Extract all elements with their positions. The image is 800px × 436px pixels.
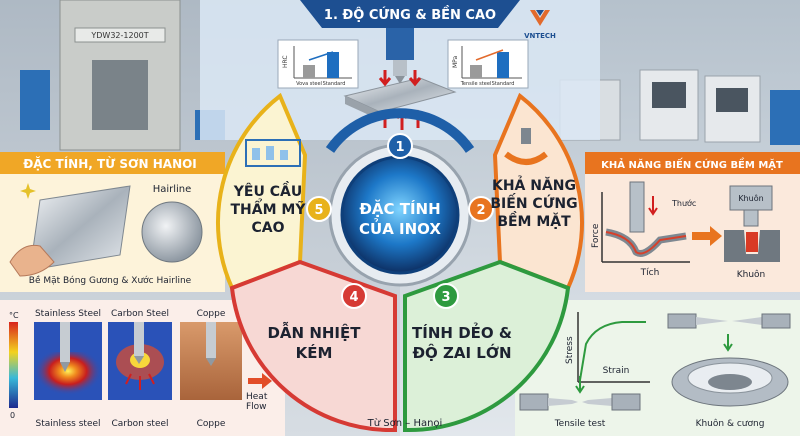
badge-2-number: 2 bbox=[476, 203, 485, 218]
badge-1 bbox=[387, 133, 413, 159]
force-ylabel: Force bbox=[591, 223, 601, 248]
segment-4-title-line1: DẪN NHIỆT bbox=[267, 321, 361, 342]
hardness-tick-1: Vova steel bbox=[296, 81, 322, 87]
segment-yellow bbox=[216, 92, 308, 291]
hardening-panel-title: KHẢ NĂNG BIẾN CỨNG BỀM MẶT bbox=[601, 156, 783, 171]
tensile-bar-1 bbox=[470, 65, 482, 78]
segment-2-title-line3: BỀM MẶT bbox=[497, 211, 571, 230]
badge-4-number: 4 bbox=[349, 290, 358, 305]
segment-2-title-line1: KHẢ NĂNG bbox=[492, 175, 576, 194]
stress-ylabel: Stress bbox=[565, 336, 575, 364]
segment-4-title-line2: KÉM bbox=[296, 343, 333, 362]
segment-5-title-line2: THẨM MỸ bbox=[231, 198, 307, 218]
tensile-specimen bbox=[519, 376, 641, 411]
temperature-zero: 0 bbox=[10, 411, 15, 420]
footer-location: Từ Sơn – Hanọi bbox=[367, 417, 443, 429]
heat-bottom-label-2: Carbon steel bbox=[111, 419, 168, 429]
segment-5-title-line3: CAO bbox=[251, 220, 284, 236]
header-banner bbox=[300, 0, 520, 28]
aesthetic-panel-title: ĐẶC TÍNH, TỪ SƠN HANOI bbox=[23, 156, 197, 171]
hairline-disc bbox=[141, 201, 203, 263]
badge-5-number: 5 bbox=[314, 203, 323, 218]
hardness-bar-2 bbox=[327, 52, 339, 78]
badge-5 bbox=[306, 196, 332, 222]
die-bottom-label: Khuôn bbox=[737, 269, 766, 280]
hairline-label: Hairline bbox=[153, 184, 192, 195]
segment-blue-arc bbox=[325, 108, 475, 153]
aesthetic-panel-header bbox=[0, 152, 225, 174]
center-title-line1: ĐẶC TÍNH bbox=[359, 198, 440, 218]
heat-bottom-label-3: Coppe bbox=[197, 419, 226, 429]
segment-3-title-line2: ĐỘ ZAI LỚN bbox=[412, 342, 511, 362]
segment-5-title-line1: YÊU CẦU bbox=[233, 181, 302, 200]
badge-3-number: 3 bbox=[441, 290, 450, 305]
hardness-tick-2: Standard bbox=[323, 81, 346, 87]
hardening-panel bbox=[585, 152, 800, 292]
badge-1-number: 1 bbox=[395, 140, 404, 155]
temperature-unit: °C bbox=[9, 311, 19, 320]
aesthetic-caption: Bề Mặt Bóng Gương & Xước Hairline bbox=[29, 275, 192, 286]
strain-xlabel: Strain bbox=[603, 366, 630, 376]
arrow-right-icon bbox=[692, 226, 722, 246]
segment-orange bbox=[492, 92, 584, 291]
tensile-test-label: Tensile test bbox=[554, 419, 606, 429]
machine-label: YDW32-1200T bbox=[90, 31, 148, 40]
press-machine bbox=[20, 0, 225, 151]
mirror-steel-sheet bbox=[9, 185, 131, 277]
force-curve-diagram bbox=[601, 181, 690, 263]
carbon-heat-block bbox=[108, 322, 172, 400]
tensile-bar-2 bbox=[497, 52, 509, 78]
tensile-tick-2: Standard bbox=[492, 81, 515, 87]
deep-drawn-bowl bbox=[671, 357, 789, 407]
badge-2 bbox=[468, 196, 494, 222]
brand-name: VNTECH bbox=[524, 32, 556, 40]
stainless-heat-block bbox=[34, 322, 102, 400]
heat-flow-arrow-icon bbox=[248, 373, 272, 389]
die-illustration bbox=[724, 185, 780, 262]
bowl-label: Khuôn & cương bbox=[696, 418, 765, 429]
heat-top-label-2: Carbon Steel bbox=[111, 309, 169, 319]
hardness-ylabel: HRC bbox=[282, 55, 289, 68]
necking-specimen bbox=[667, 313, 791, 352]
tensile-ylabel: MPa bbox=[452, 55, 459, 68]
ruler-label: Thước bbox=[671, 198, 696, 208]
bending-icon bbox=[504, 128, 548, 165]
segment-2-title-line2: BIẾN CỨNG bbox=[490, 193, 577, 212]
hardening-panel-header bbox=[585, 152, 800, 174]
segment-3-title-line1: TÍNH DẺO & bbox=[412, 321, 512, 342]
die-top-label: Khuôn bbox=[738, 193, 763, 203]
stress-strain-curve bbox=[577, 312, 650, 383]
sparkle-icon bbox=[20, 183, 36, 199]
hardness-chart bbox=[277, 39, 359, 89]
copper-heat-block bbox=[180, 322, 242, 400]
badge-3 bbox=[433, 283, 459, 309]
hardness-bar-1 bbox=[303, 65, 315, 78]
tensile-chart bbox=[447, 39, 529, 89]
heat-top-label-3: Coppe bbox=[197, 309, 226, 319]
header-title: 1. ĐỘ CỨNG & BỀN CAO bbox=[324, 5, 496, 23]
badge-4 bbox=[341, 283, 367, 309]
lab-equipment-icon bbox=[245, 139, 301, 167]
force-xlabel: Tích bbox=[640, 268, 660, 278]
vntech-logo bbox=[530, 10, 550, 26]
temperature-scale bbox=[9, 322, 18, 408]
heat-top-label-1: Stainless Steel bbox=[35, 309, 101, 319]
center-title-line2: CỦA INOX bbox=[359, 217, 441, 238]
heat-bottom-label-1: Stainless steel bbox=[35, 419, 100, 429]
tensile-tick-1: Tensile steel bbox=[460, 81, 492, 87]
heat-flow-label: Heat Flow bbox=[246, 392, 268, 412]
